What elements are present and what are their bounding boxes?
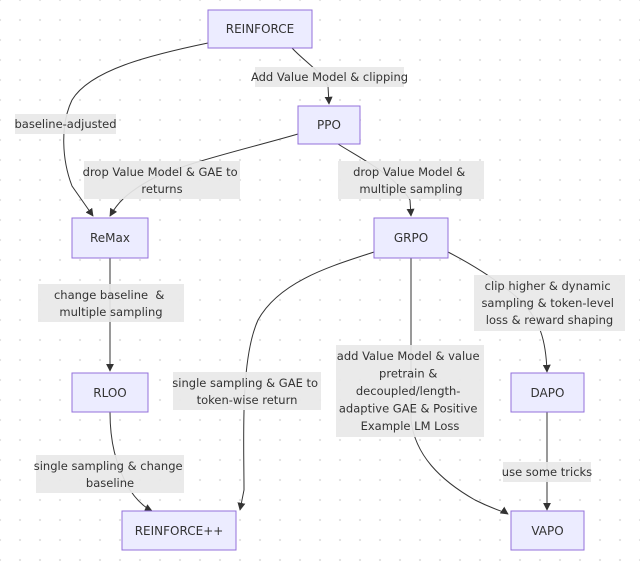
label-line: drop Value Model & — [353, 165, 465, 179]
label-line: Example LM Loss — [361, 419, 460, 433]
svg-text:Add Value Model & clipping: Add Value Model & clipping — [251, 70, 408, 84]
label-line: clip higher & dynamic — [485, 279, 611, 293]
label-line: pretrain & — [379, 367, 437, 381]
label-line: Add Value Model & clipping — [251, 70, 408, 84]
label-line: use some tricks — [502, 465, 592, 479]
node-label: DAPO — [531, 386, 565, 400]
label-baseline-adjusted: baseline-adjusted — [14, 114, 117, 134]
svg-text:drop Value Model & GAE to: drop Value Model & GAE to returns — [83, 165, 242, 196]
node-remax[interactable]: ReMax — [71, 217, 149, 259]
label-single-sampling-change-baseline: single sampling & change baseline — [34, 455, 186, 493]
label-line: token-wise return — [197, 393, 298, 407]
label-line: adaptive GAE & Positive — [339, 402, 478, 416]
label-drop-value-model-multiple-sampling: drop Value Model & multiple sampling — [338, 161, 484, 199]
edge-grpo-vapo — [410, 258, 509, 515]
label-line: baseline — [86, 476, 134, 490]
label-line: add Value Model & value — [337, 349, 480, 363]
node-vapo[interactable]: VAPO — [510, 510, 585, 551]
label-use-some-tricks: use some tricks — [502, 462, 592, 482]
label-clip-higher-dynamic-sampling: clip higher & dynamic sampling & token-l… — [474, 275, 625, 331]
node-reinforce[interactable]: REINFORCE — [207, 9, 313, 49]
svg-text:baseline-adjusted: baseline-adjusted — [14, 117, 116, 131]
label-line: drop Value Model & GAE to — [83, 165, 238, 179]
svg-text:use some tricks: use some tricks — [502, 465, 592, 479]
svg-text:drop Value Model & multi: drop Value Model & multiple sampling — [353, 165, 469, 196]
label-line: baseline-adjusted — [14, 117, 116, 131]
svg-text:single sampling & change: single sampling & change baseline — [34, 459, 186, 490]
label-single-sampling-gae-token-wise: single sampling & GAE to token-wise retu… — [172, 372, 321, 410]
node-label: VAPO — [531, 524, 563, 538]
node-grpo[interactable]: GRPO — [373, 217, 449, 259]
label-drop-value-model-gae-returns: drop Value Model & GAE to returns — [83, 161, 242, 199]
svg-text:change baseline & multi: change baseline & multiple sampling — [54, 288, 168, 319]
label-line: returns — [141, 182, 182, 196]
label-line: multiple sampling — [59, 305, 162, 319]
node-label: ReMax — [90, 231, 130, 245]
node-label: REINFORCE — [226, 22, 294, 36]
node-label: PPO — [317, 118, 341, 132]
label-line: sampling & token-level — [481, 296, 613, 310]
node-label: GRPO — [394, 231, 428, 245]
label-line: decoupled/length- — [356, 384, 461, 398]
node-rloo[interactable]: RLOO — [71, 372, 149, 413]
node-reinforce-plus-plus[interactable]: REINFORCE++ — [121, 510, 237, 551]
edge-reinforce-remax — [63, 42, 209, 217]
label-add-value-model-value-pretrain: add Value Model & value pretrain & decou… — [336, 345, 484, 437]
label-line: single sampling & change — [34, 459, 183, 473]
label-add-value-model-clipping: Add Value Model & clipping — [251, 67, 408, 87]
label-line: loss & reward shaping — [486, 313, 613, 327]
edge-grpo-reinforcepp — [237, 251, 375, 511]
node-dapo[interactable]: DAPO — [510, 372, 585, 413]
label-line: change baseline & — [54, 288, 164, 302]
node-label: REINFORCE++ — [135, 524, 224, 538]
label-change-baseline-multiple-sampling: change baseline & multiple sampling — [38, 284, 184, 322]
svg-text:add Value Model & value: add Value Model & value pretrain & decou… — [337, 349, 483, 433]
label-line: single sampling & GAE to — [172, 376, 318, 390]
node-ppo[interactable]: PPO — [297, 105, 361, 145]
node-label: RLOO — [93, 386, 127, 400]
svg-text:single sampling & GAE to: single sampling & GAE to token-wise retu… — [172, 376, 321, 407]
svg-text:clip higher & dynamic sa: clip higher & dynamic sampling & token-l… — [481, 279, 617, 327]
label-line: multiple sampling — [359, 182, 462, 196]
